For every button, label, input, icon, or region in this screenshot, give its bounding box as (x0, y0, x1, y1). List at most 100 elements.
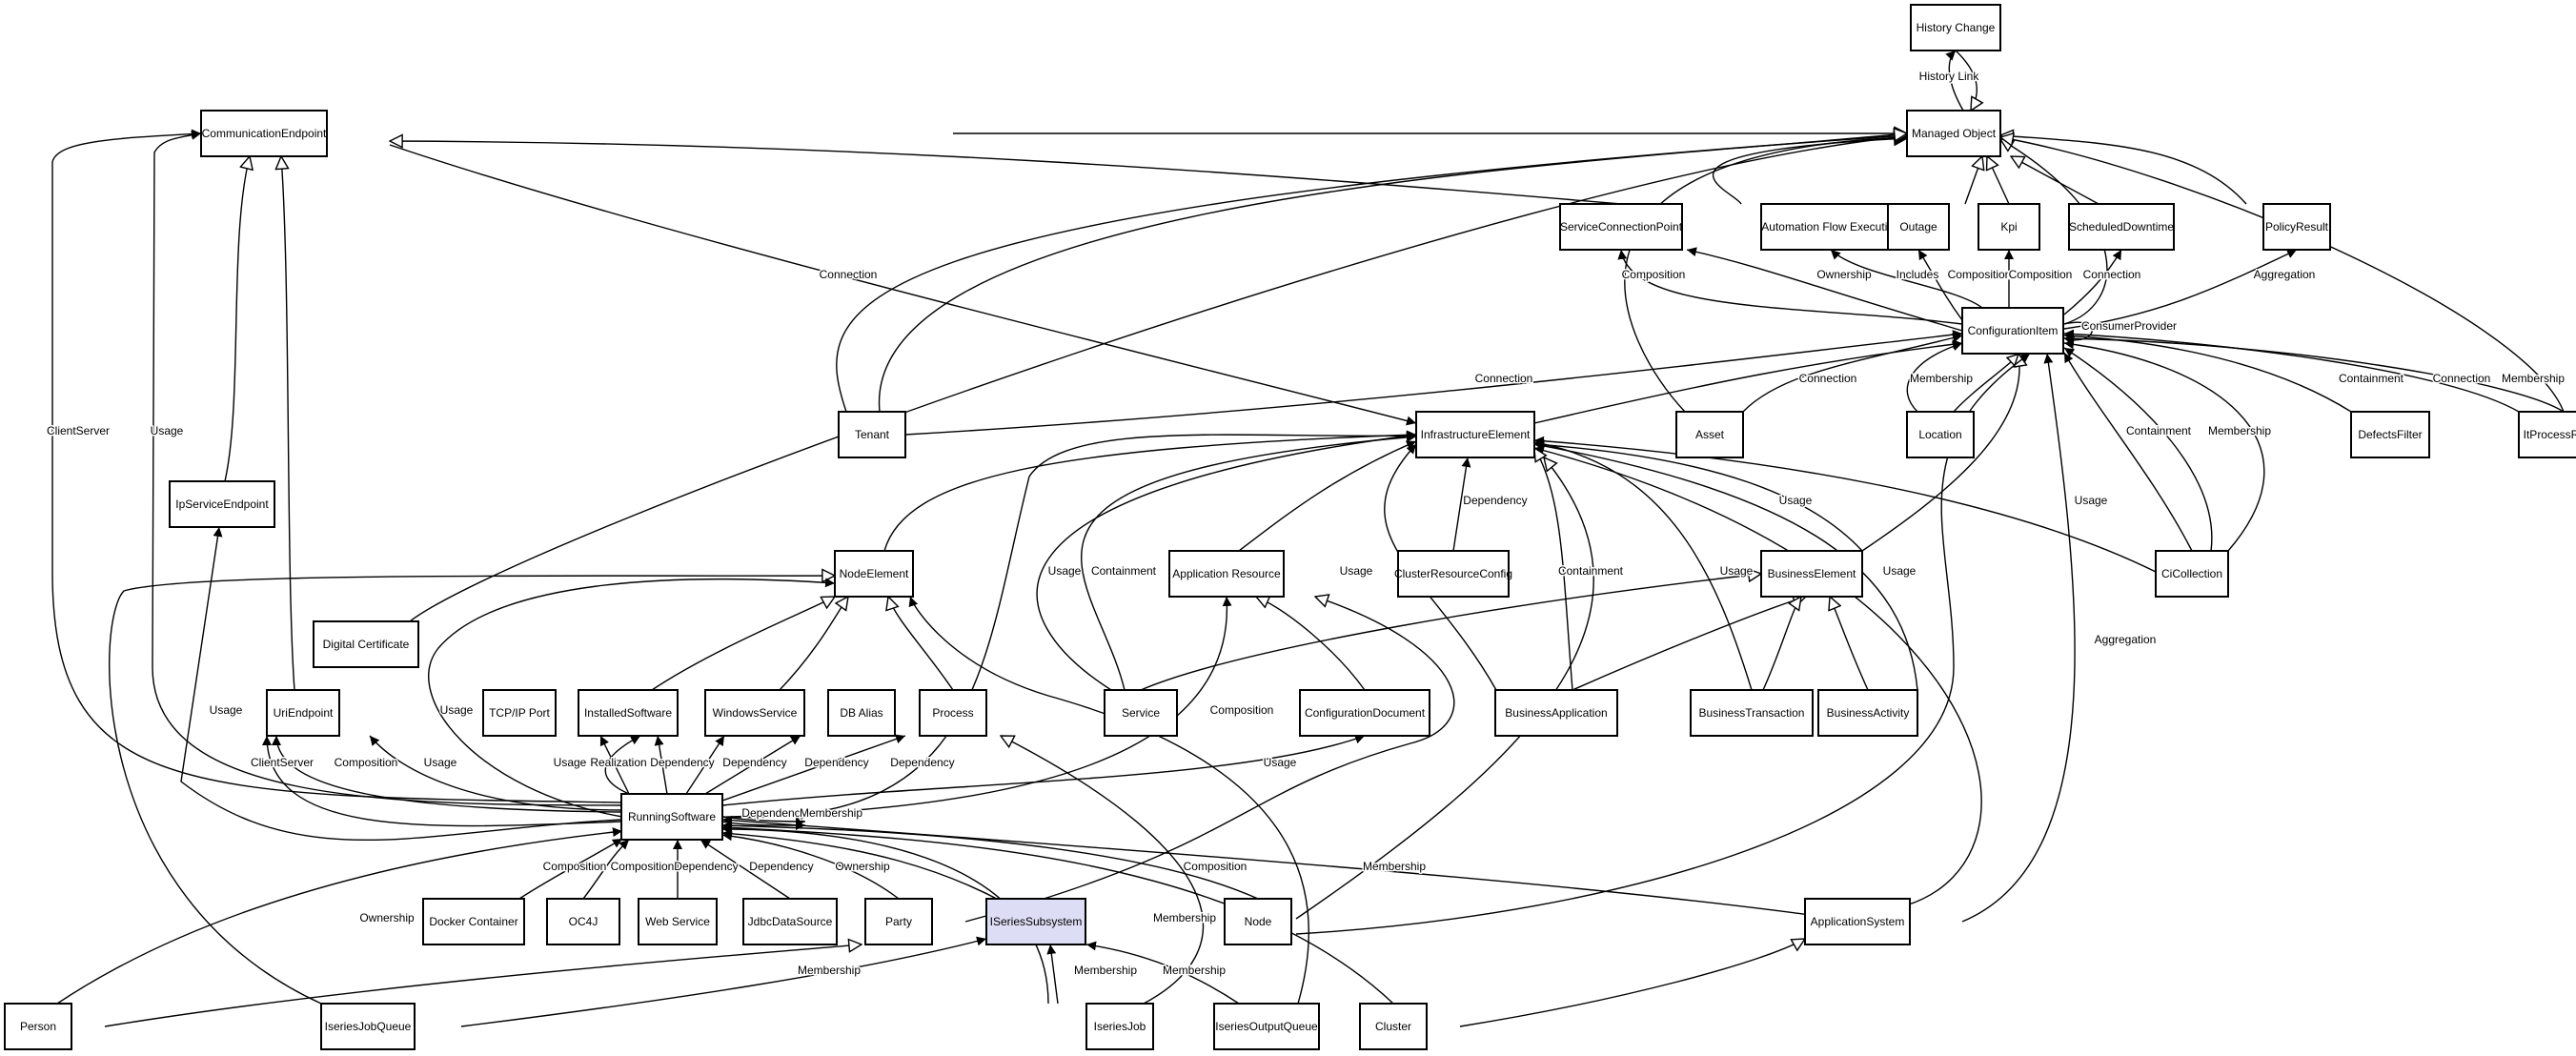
node-service[interactable]: Service (1104, 689, 1178, 737)
node-label: BusinessActivity (1827, 706, 1910, 720)
relationship-edge (180, 526, 623, 842)
node-managed-object[interactable]: Managed Object (1906, 110, 2001, 157)
node-business-transaction[interactable]: BusinessTransaction (1690, 689, 1814, 737)
node-iseries-output-queue[interactable]: IseriesOutputQueue (1213, 1003, 1320, 1050)
node-oc4j[interactable]: OC4J (546, 898, 620, 945)
edge-label: Usage (151, 424, 184, 437)
relationship-edge (518, 838, 623, 900)
edge-label: Usage (210, 703, 243, 717)
node-iseries-subsystem[interactable]: ISeriesSubsystem (985, 898, 1086, 945)
node-box (4, 1003, 72, 1050)
node-kpi[interactable]: Kpi (1978, 203, 2040, 251)
node-itprocess-record[interactable]: ItProcessRecord (2518, 411, 2576, 458)
node-running-software[interactable]: RunningSoftware (620, 793, 723, 841)
node-business-activity[interactable]: BusinessActivity (1817, 689, 1918, 737)
node-box (1804, 898, 1911, 945)
relationship-edge (721, 816, 806, 826)
node-box (313, 620, 419, 668)
edge-label: Composition (1622, 268, 1686, 281)
node-history-change[interactable]: History Change (1910, 4, 2001, 51)
relationship-edge (1830, 597, 1869, 691)
node-cluster-resource-config[interactable]: ClusterResourceConfig (1394, 550, 1512, 598)
node-label: ServiceConnectionPoint (1560, 220, 1683, 234)
node-installed-software[interactable]: InstalledSoftware (578, 689, 679, 737)
node-db-alias[interactable]: DB Alias (827, 689, 896, 737)
node-box (1213, 1003, 1320, 1050)
node-node-element[interactable]: NodeElement (834, 550, 914, 598)
relationship-edge (1533, 445, 1982, 906)
node-digital-certificate[interactable]: Digital Certificate (313, 620, 419, 668)
node-box (1224, 898, 1292, 945)
node-policy-result[interactable]: PolicyResult (2262, 203, 2331, 251)
node-infrastructure-element[interactable]: InfrastructureElement (1415, 411, 1535, 458)
node-configuration-document[interactable]: ConfigurationDocument (1299, 689, 1430, 737)
node-communication-endpoint[interactable]: CommunicationEndpoint (200, 110, 328, 157)
edge-label: Dependency (804, 756, 868, 769)
node-label: BusinessApplication (1505, 706, 1607, 720)
relationship-edge (2000, 139, 2108, 325)
node-service-connection-point[interactable]: ServiceConnectionPoint (1559, 203, 1683, 251)
node-box (422, 898, 525, 945)
edge-label: Dependency (1463, 494, 1527, 507)
node-location[interactable]: Location (1906, 411, 1975, 458)
node-web-service[interactable]: Web Service (638, 898, 718, 945)
node-application-system[interactable]: ApplicationSystem (1804, 898, 1911, 945)
relationship-edge (428, 578, 836, 818)
node-configuration-item[interactable]: ConfigurationItem (1961, 307, 2064, 355)
relationship-edge (1533, 436, 2157, 573)
node-box (638, 898, 718, 945)
node-tcpip-port[interactable]: TCP/IP Port (482, 689, 557, 737)
relationship-edge (836, 135, 1907, 413)
node-tenant[interactable]: Tenant (838, 411, 906, 458)
node-asset[interactable]: Asset (1675, 411, 1744, 458)
node-windows-service[interactable]: WindowsService (704, 689, 805, 737)
node-label: Managed Object (1912, 127, 1997, 140)
node-ip-service-endpoint[interactable]: IpServiceEndpoint (169, 480, 275, 528)
relationship-edge (1533, 438, 1753, 691)
edge-label: Composition (335, 756, 398, 769)
node-docker-container[interactable]: Docker Container (422, 898, 525, 945)
node-application-resource[interactable]: Application Resource (1168, 550, 1285, 598)
relationship-edge (1256, 597, 1366, 691)
node-node[interactable]: Node (1224, 898, 1292, 945)
relationship-edge (2063, 249, 2122, 315)
node-label: CiCollection (2161, 567, 2222, 580)
relationship-edge (2000, 137, 2565, 413)
node-iseries-job[interactable]: IseriesJob (1085, 1003, 1154, 1050)
relationship-edge (721, 822, 1394, 1005)
edge-label: Dependency (890, 756, 954, 769)
node-label: Party (885, 915, 912, 928)
relationship-edge (2063, 329, 2520, 413)
node-outage[interactable]: Outage (1887, 203, 1950, 251)
node-cluster[interactable]: Cluster (1359, 1003, 1428, 1050)
edge-label: Containment (2339, 372, 2404, 385)
relationship-edge (651, 597, 835, 691)
edge-label: Ownership (359, 911, 415, 924)
node-label: DefectsFilter (2358, 428, 2422, 441)
node-jdbc-datasource[interactable]: JdbcDataSource (742, 898, 838, 945)
node-box (1961, 307, 2064, 355)
node-label: Asset (1695, 428, 1725, 441)
node-scheduled-downtime[interactable]: ScheduledDowntime (2068, 203, 2175, 251)
edge-label: Composition (1184, 860, 1247, 873)
edge-label: Connection (1799, 372, 1857, 385)
node-person[interactable]: Person (4, 1003, 72, 1050)
node-box (1359, 1003, 1428, 1050)
edge-label: Aggregation (2254, 268, 2316, 281)
node-uri-endpoint[interactable]: UriEndpoint (266, 689, 340, 737)
relationship-edge (262, 735, 623, 827)
edge-label: Usage (1264, 756, 1297, 769)
node-box (742, 898, 838, 945)
node-business-application[interactable]: BusinessApplication (1494, 689, 1618, 737)
relationship-edge (2063, 331, 2352, 413)
node-ci-collection[interactable]: CiCollection (2155, 550, 2229, 598)
node-defects-filter[interactable]: DefectsFilter (2350, 411, 2430, 458)
node-label: InstalledSoftware (584, 706, 672, 720)
node-iseries-job-queue[interactable]: IseriesJobQueue (320, 1003, 416, 1050)
node-party[interactable]: Party (864, 898, 933, 945)
node-box (827, 689, 896, 737)
node-process[interactable]: Process (919, 689, 987, 737)
relationship-edge (1917, 249, 1963, 321)
node-business-element[interactable]: BusinessElement (1760, 550, 1863, 598)
node-automation-flow-execution[interactable]: Automation Flow Execution (1760, 203, 1901, 251)
